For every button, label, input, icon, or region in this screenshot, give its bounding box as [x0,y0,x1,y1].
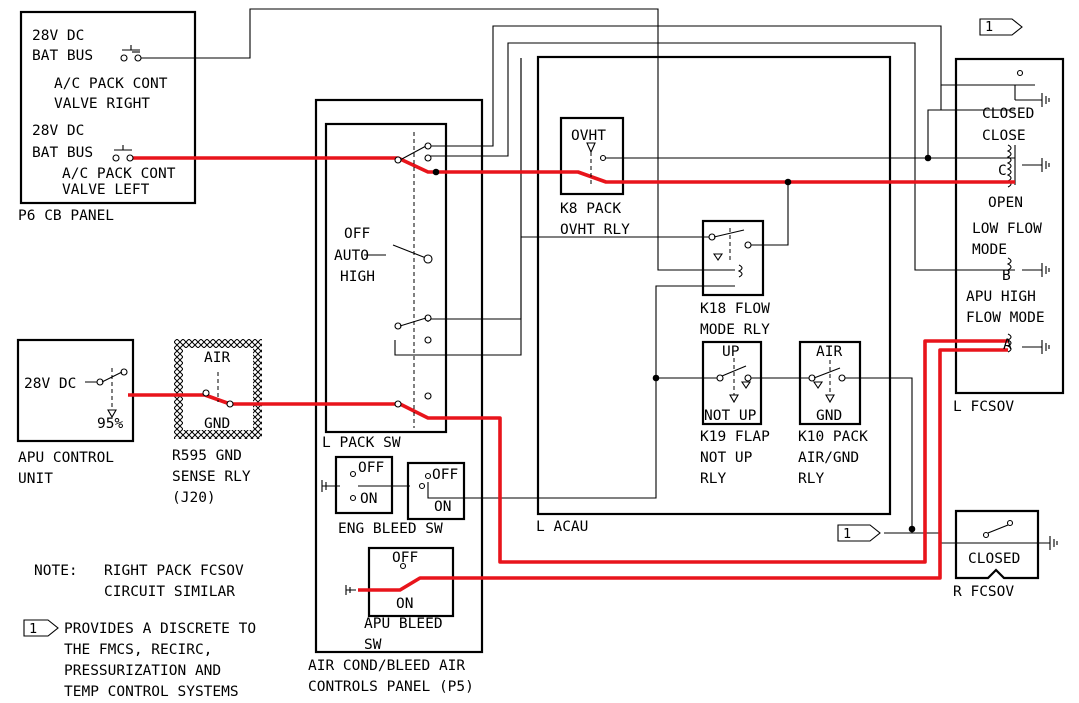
note-heading: NOTE: [34,563,78,579]
r595-relay: AIR GND R595 GND SENSE RLY (J20) [172,350,251,506]
note-line-1: RIGHT PACK FCSOV [104,563,244,579]
p6-panel-label: P6 CB PANEL [18,208,114,224]
p5-panel-box [314,98,484,654]
l-fcsov-closed: CLOSED [982,106,1034,122]
low-flow-label-2: MODE [972,242,1007,258]
pack-sw-high: HIGH [340,269,375,285]
note-line-4: THE FMCS, RECIRC, [64,642,212,658]
k18-label-2: MODE RLY [700,322,770,338]
p5-panel-label-2: CONTROLS PANEL (P5) [308,679,474,695]
note-line-3: PROVIDES A DISCRETE TO [64,621,256,637]
low-flow-label-1: LOW FLOW [972,221,1042,237]
pack-sw-auto: AUTO [334,248,369,264]
l-fcsov-open: OPEN [988,195,1023,211]
k8-relay-box [559,116,625,196]
p6-bat-bus-1: BAT BUS [32,48,93,64]
p6-cb-panel-box [19,10,197,205]
note-line-5: PRESSURIZATION AND [64,663,221,679]
cb-left-label-1: A/C PACK CONT [62,166,176,182]
k19-label-3: RLY [700,471,726,487]
k19-label-2: NOT UP [700,450,753,466]
apu-unit-label-1: APU CONTROL [18,450,114,466]
eng-bleed-on-1: ON [360,491,377,507]
cb-right-label-2: VALVE RIGHT [54,96,150,112]
k10-air-label: AIR [816,344,842,360]
k8-label-2: OVHT RLY [560,222,630,238]
p5-panel: OFF AUTO HIGH L PACK SW OFF ON OFF ON EN… [308,226,474,695]
l-fcsov-close: CLOSE [982,128,1026,144]
k18-label-1: K18 FLOW [700,301,770,317]
note-line-6: TEMP CONTROL SYSTEMS [64,684,239,700]
apu-bleed-on: ON [396,596,413,612]
apu-supply-label: 28V DC [24,376,76,392]
apu-bleed-label-2: SW [364,637,382,653]
apu-percent-label: 95% [97,416,123,432]
eng-bleed-sw-label: ENG BLEED SW [338,521,443,537]
apu-bleed-off: OFF [392,550,418,566]
l-acau-box [536,55,892,516]
l-fcsov-box [954,57,1065,395]
p5-panel-label-1: AIR COND/BLEED AIR [308,658,465,674]
r-fcsov: CLOSED R FCSOV [953,551,1020,600]
l-fcsov: CLOSED CLOSE C OPEN LOW FLOW MODE B APU … [953,106,1045,415]
r595-label-2: SENSE RLY [172,469,251,485]
l-acau: OVHT K8 PACK OVHT RLY K18 FLOW MODE RLY … [536,128,868,535]
r595-label-3: (J20) [172,490,216,506]
flag-number-right: 1 [843,526,851,542]
note-block: NOTE: RIGHT PACK FCSOV CIRCUIT SIMILAR P… [34,563,256,700]
k19-up-label: UP [722,344,740,360]
r595-gnd-label: GND [204,416,230,432]
l-fcsov-label: L FCSOV [953,399,1014,415]
r-fcsov-label: R FCSOV [953,584,1014,600]
discrete-flag-right [837,524,881,542]
apu-control-unit-box [16,338,135,443]
eng-bleed-off-2: OFF [432,467,458,483]
l-pack-sw-box [324,122,448,434]
apu-control-unit: 28V DC 95% APU CONTROL UNIT [18,376,123,487]
eng-bleed-on-2: ON [434,499,451,515]
k10-label-1: K10 PACK [798,429,868,445]
eng-bleed-sw-box-2 [406,461,466,521]
k19-label-1: K19 FLAP [700,429,770,445]
apu-bleed-label-1: APU BLEED [364,616,443,632]
cb-left-label-2: VALVE LEFT [62,182,150,198]
p6-bat-bus-voltage-1: 28V DC [32,28,84,44]
k10-gnd-label: GND [816,408,842,424]
k10-label-2: AIR/GND [798,450,859,466]
k8-ovht-label: OVHT [571,128,606,144]
discrete-flag-top [979,18,1023,36]
k18-relay-box [701,219,765,297]
coil-c-label: C [998,163,1007,179]
note-line-2: CIRCUIT SIMILAR [104,584,235,600]
cb-right-label-1: A/C PACK CONT [54,76,168,92]
r-fcsov-box [954,509,1040,580]
apu-unit-label-2: UNIT [18,471,53,487]
eng-bleed-sw-box-1 [334,455,394,515]
discrete-flag-note [23,619,59,637]
apu-bleed-sw-box [367,546,455,618]
flag-number-top: 1 [985,19,993,35]
p6-cb-panel: 28V DC BAT BUS A/C PACK CONT VALVE RIGHT… [18,28,176,224]
r595-air-label: AIR [204,350,230,366]
k10-label-3: RLY [798,471,824,487]
l-acau-label: L ACAU [536,519,588,535]
r595-label-1: R595 GND [172,448,242,464]
k8-label-1: K8 PACK [560,201,621,217]
r-fcsov-closed: CLOSED [968,551,1020,567]
eng-bleed-off-1: OFF [358,460,384,476]
p6-bat-bus-2: BAT BUS [32,145,93,161]
p6-bat-bus-voltage-2: 28V DC [32,123,84,139]
apu-high-label-2: FLOW MODE [966,310,1045,326]
pack-sw-off: OFF [344,226,370,242]
coil-b-label: B [1002,268,1011,284]
k10-relay-box [798,340,862,426]
l-pack-sw-label: L PACK SW [322,435,401,451]
k19-notup-label: NOT UP [704,408,757,424]
k19-relay-box [701,340,763,426]
flag-number-note: 1 [29,621,37,637]
coil-a-label: A [1003,337,1012,353]
apu-high-label-1: APU HIGH [966,289,1036,305]
